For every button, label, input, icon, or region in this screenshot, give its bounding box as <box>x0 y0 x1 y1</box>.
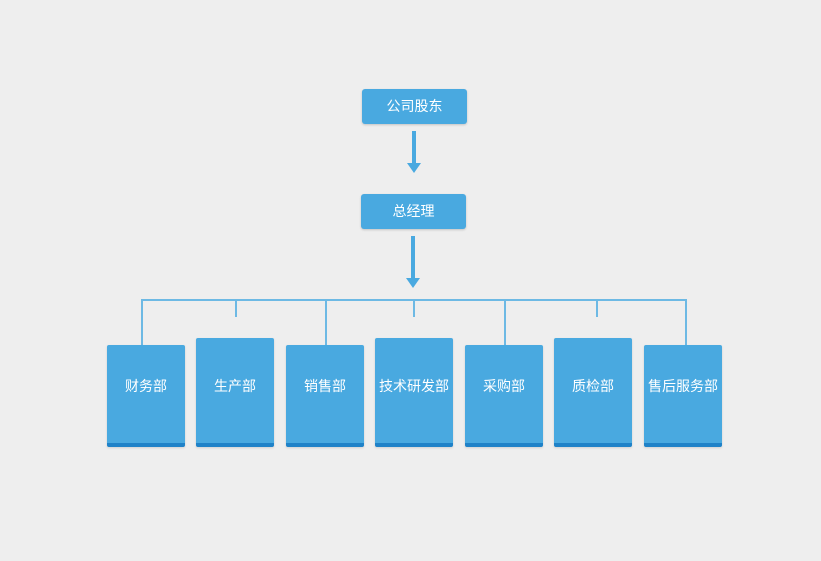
node-after-sales[interactable]: 售后服务部 <box>644 345 722 447</box>
connector-drop-after-sales <box>685 299 687 345</box>
node-label: 采购部 <box>483 378 525 395</box>
node-sales[interactable]: 销售部 <box>286 345 364 447</box>
node-label: 技术研发部 <box>379 378 449 395</box>
node-rnd[interactable]: 技术研发部 <box>375 338 453 447</box>
node-label: 总经理 <box>392 203 435 220</box>
connector-drop-purchasing <box>504 299 506 345</box>
node-label: 销售部 <box>304 378 346 395</box>
connector-drop-rnd <box>413 299 415 317</box>
node-label: 生产部 <box>214 378 256 395</box>
node-production[interactable]: 生产部 <box>196 338 274 447</box>
arrow-shareholders-to-manager-head <box>407 163 421 173</box>
node-label: 财务部 <box>125 378 167 395</box>
connector-drop-quality <box>596 299 598 317</box>
connector-drop-sales <box>325 299 327 345</box>
arrow-shareholders-to-manager-line <box>412 131 416 165</box>
node-label: 售后服务部 <box>648 378 718 395</box>
node-label: 公司股东 <box>386 98 443 115</box>
connector-drop-finance <box>141 299 143 345</box>
arrow-manager-to-departments-line <box>411 236 415 280</box>
node-purchasing[interactable]: 采购部 <box>465 345 543 447</box>
arrow-manager-to-departments-head <box>406 278 420 288</box>
node-label: 质检部 <box>572 378 614 395</box>
node-shareholders[interactable]: 公司股东 <box>362 89 467 124</box>
connector-drop-production <box>235 299 237 317</box>
node-finance[interactable]: 财务部 <box>107 345 185 447</box>
node-general-manager[interactable]: 总经理 <box>361 194 466 229</box>
node-quality[interactable]: 质检部 <box>554 338 632 447</box>
